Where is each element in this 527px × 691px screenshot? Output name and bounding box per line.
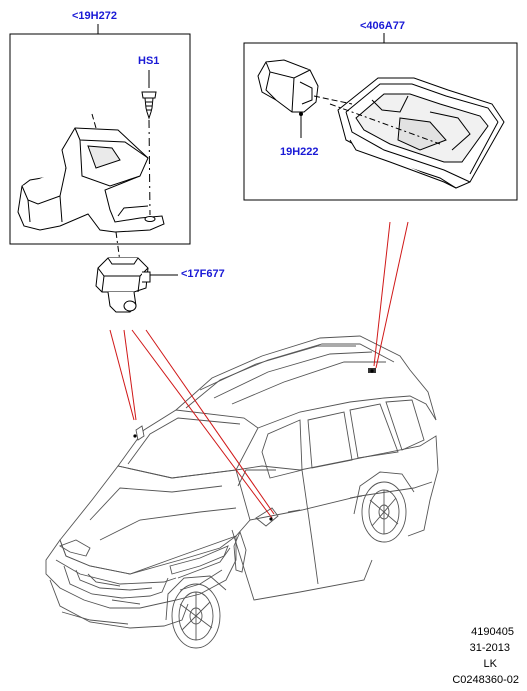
callout-hs1: HS1 xyxy=(138,55,160,67)
footer-line-2: 31-2013 xyxy=(469,642,510,654)
leader-lines xyxy=(109,221,409,519)
assembly-line-icon xyxy=(115,231,121,263)
module-19h222-icon xyxy=(257,59,319,138)
sensor-17f677-icon xyxy=(95,257,178,313)
screw-hs1-icon xyxy=(141,70,157,216)
housing-406a77-icon xyxy=(313,77,505,189)
vehicle-icon xyxy=(45,335,439,649)
callout-19h222: 19H222 xyxy=(280,146,319,158)
footer-line-4: C0248360-02 xyxy=(452,674,519,686)
footer-line-1: 4190405 xyxy=(471,626,514,638)
callout-406a77: <406A77 xyxy=(360,20,405,32)
bracket-box xyxy=(9,24,191,245)
housing-box xyxy=(243,33,518,201)
bracket-19h272-icon xyxy=(17,113,165,233)
callout-17f677: <17F677 xyxy=(181,268,225,280)
footer-line-3: LK xyxy=(483,658,497,670)
callout-19h272: <19H272 xyxy=(72,10,117,22)
leader-endpoints xyxy=(133,369,374,521)
